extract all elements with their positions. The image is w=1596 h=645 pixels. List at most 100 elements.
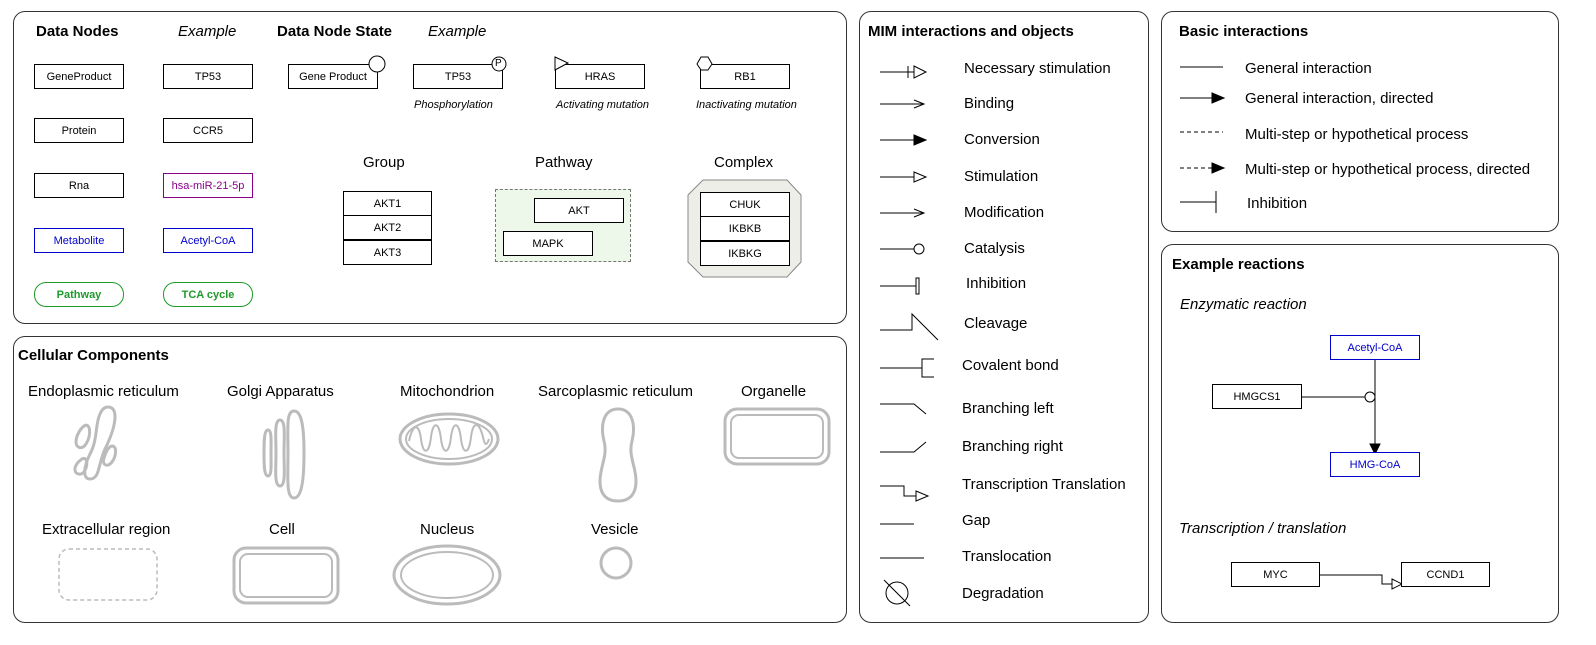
basic-label-4: Inhibition xyxy=(1247,195,1308,212)
cellular-components-panel xyxy=(13,336,847,623)
transcription-translation-title: Transcription / translation xyxy=(1179,520,1347,537)
general-interaction-directed-arrow-icon xyxy=(1180,92,1226,104)
basic-label-1: General interaction, directed xyxy=(1245,90,1434,107)
complex-item-ikbkb[interactable]: IKBKB xyxy=(700,216,790,241)
mim-label-9: Branching left xyxy=(962,400,1054,417)
mim-label-2: Conversion xyxy=(964,131,1040,148)
mim-label-1: Binding xyxy=(964,95,1015,112)
mim-label-14: Degradation xyxy=(962,585,1044,602)
golgi-label: Golgi Apparatus xyxy=(227,383,334,400)
mitochondrion-icon xyxy=(398,412,500,466)
complex-item-ikbkg[interactable]: IKBKG xyxy=(700,241,790,266)
phospho-badge-icon xyxy=(491,56,507,72)
mim-label-11: Transcription Translation xyxy=(962,476,1126,493)
necessary-stimulation-arrow-icon xyxy=(880,65,928,79)
group-item-akt3[interactable]: AKT3 xyxy=(343,240,432,265)
reaction-substrate-node[interactable]: Acetyl-CoA xyxy=(1330,335,1420,360)
mim-label-4: Modification xyxy=(964,204,1045,221)
gene-product-node[interactable]: GeneProduct xyxy=(34,64,124,89)
data-nodes-title: Data Nodes xyxy=(36,23,119,40)
cellular-components-title: Cellular Components xyxy=(18,347,169,364)
transcription-gene-node[interactable]: MYC xyxy=(1231,562,1320,587)
pathway-item-akt[interactable]: AKT xyxy=(534,198,624,223)
organelle-label: Organelle xyxy=(741,383,807,400)
mim-label-12: Gap xyxy=(962,512,991,529)
mim-label-3: Stimulation xyxy=(964,168,1039,185)
state-tp53-node[interactable]: TP53 xyxy=(413,64,503,89)
inactivating-mutation-caption: Inactivating mutation xyxy=(696,99,797,111)
pathway-title: Pathway xyxy=(535,154,593,171)
state-circle-icon xyxy=(368,55,386,73)
protein-node[interactable]: Protein xyxy=(34,118,124,143)
cell-label: Cell xyxy=(269,521,295,538)
example-pathway-node[interactable]: TCA cycle xyxy=(163,282,253,307)
reaction-product-node[interactable]: HMG-CoA xyxy=(1330,452,1420,477)
vesicle-icon xyxy=(599,546,633,580)
pathway-item-mapk[interactable]: MAPK xyxy=(503,231,593,256)
mim-label-7: Cleavage xyxy=(964,315,1028,332)
mim-label-5: Catalysis xyxy=(964,240,1025,257)
rna-node[interactable]: Rna xyxy=(34,173,124,198)
state-gene-product-node[interactable]: Gene Product xyxy=(288,64,378,89)
stimulation-arrow-icon xyxy=(880,171,928,183)
example-gene-product-node[interactable]: TP53 xyxy=(163,64,253,89)
data-nodes-example-title: Example xyxy=(178,23,237,40)
sr-label: Sarcoplasmic reticulum xyxy=(538,383,694,400)
data-node-state-title: Data Node State xyxy=(277,23,393,40)
branching-right-arrow-icon xyxy=(880,441,927,453)
nucleus-label: Nucleus xyxy=(420,521,475,538)
example-rna-node[interactable]: hsa-miR-21-5p xyxy=(163,173,253,198)
state-hras-node[interactable]: HRAS xyxy=(555,64,645,89)
degradation-icon xyxy=(883,579,911,607)
complex-title: Complex xyxy=(714,154,774,171)
mim-label-10: Branching right xyxy=(962,438,1063,455)
mim-label-0: Necessary stimulation xyxy=(964,60,1111,77)
group-item-akt2[interactable]: AKT2 xyxy=(343,215,432,240)
basic-interactions-panel xyxy=(1161,11,1559,232)
reaction-enzyme-node[interactable]: HMGCS1 xyxy=(1212,384,1302,409)
binding-arrow-icon xyxy=(880,99,926,109)
enzymatic-reaction-title: Enzymatic reaction xyxy=(1180,296,1307,313)
conversion-arrow-icon xyxy=(880,134,928,146)
sarcoplasmic-reticulum-icon xyxy=(598,407,638,503)
activating-mutation-caption: Activating mutation xyxy=(556,99,649,111)
inhibition-arrow-icon xyxy=(880,277,920,295)
cleavage-arrow-icon xyxy=(880,312,939,341)
phospho-badge-label: P xyxy=(495,58,502,69)
catalysis-arrow-icon xyxy=(880,243,925,255)
golgi-apparatus-icon xyxy=(262,409,306,500)
inactivating-hexagon-icon xyxy=(696,56,713,71)
basic-inhibition-line-icon xyxy=(1180,191,1217,213)
endoplasmic-reticulum-icon xyxy=(73,405,118,481)
activating-triangle-icon xyxy=(554,56,570,71)
basic-interactions-title: Basic interactions xyxy=(1179,23,1309,40)
pathway-node[interactable]: Pathway xyxy=(34,282,124,307)
branching-left-arrow-icon xyxy=(880,403,927,415)
mim-label-6: Inhibition xyxy=(966,275,1027,292)
group-title: Group xyxy=(363,154,405,171)
basic-label-3: Multi-step or hypothetical process, dire… xyxy=(1245,161,1531,178)
mim-label-13: Translocation xyxy=(962,548,1052,565)
group-item-akt1[interactable]: AKT1 xyxy=(343,191,432,216)
mim-label-8: Covalent bond xyxy=(962,357,1059,374)
state-rb1-node[interactable]: RB1 xyxy=(700,64,790,89)
mitochondrion-label: Mitochondrion xyxy=(400,383,495,400)
cell-icon xyxy=(232,546,340,605)
example-metabolite-node[interactable]: Acetyl-CoA xyxy=(163,228,253,253)
extracellular-label: Extracellular region xyxy=(42,521,171,538)
metabolite-node[interactable]: Metabolite xyxy=(34,228,124,253)
mim-title: MIM interactions and objects xyxy=(868,23,1074,40)
vesicle-label: Vesicle xyxy=(591,521,639,538)
example-reactions-title: Example reactions xyxy=(1172,256,1305,273)
extracellular-region-icon xyxy=(58,548,158,601)
mim-panel xyxy=(859,11,1149,623)
phosphorylation-caption: Phosphorylation xyxy=(414,99,493,111)
modification-arrow-icon xyxy=(880,208,926,218)
example-reactions-panel xyxy=(1161,244,1559,623)
complex-item-chuk[interactable]: CHUK xyxy=(700,192,790,217)
example-protein-node[interactable]: CCR5 xyxy=(163,118,253,143)
transcription-target-node[interactable]: CCND1 xyxy=(1401,562,1490,587)
